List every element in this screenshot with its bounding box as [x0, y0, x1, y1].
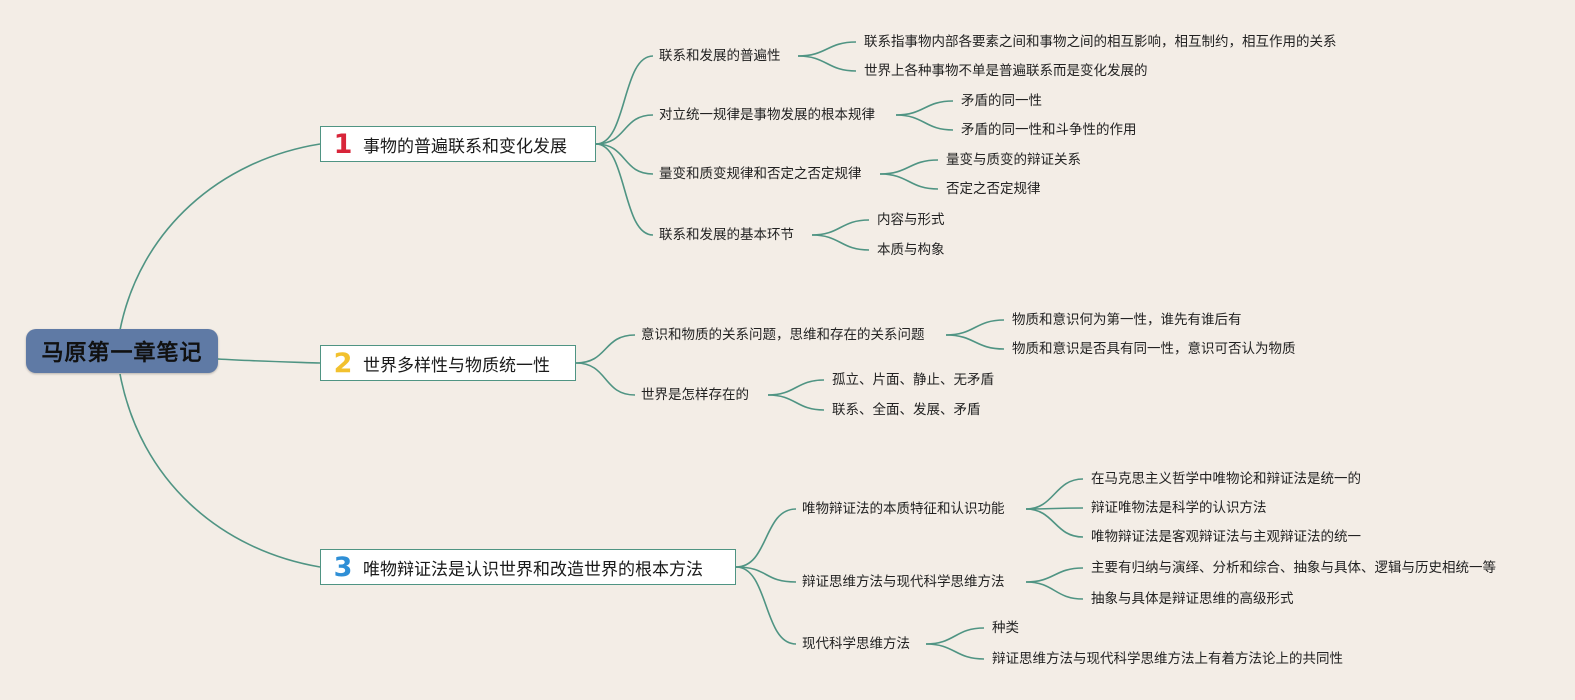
connector-line-0: [119, 143, 321, 331]
connector-line-21: [735, 508, 797, 568]
branch-topic-1[interactable]: 1 事物的普遍联系和变化发展: [320, 126, 596, 162]
branch-topic-1-label: 事物的普遍联系和变化发展: [363, 136, 567, 157]
connector-line-26: [1025, 508, 1084, 538]
leaf-change-development[interactable]: 世界上各种事物不单是普遍联系而是变化发展的: [864, 63, 1148, 79]
connector-line-20: [767, 394, 825, 411]
leaf-dialectics-view[interactable]: 联系、全面、发展、矛盾: [832, 402, 981, 418]
leaf-materialism-dialectics-unity[interactable]: 在马克思主义哲学中唯物论和辩证法是统一的: [1091, 471, 1361, 487]
leaf-types[interactable]: 种类: [992, 620, 1019, 636]
connector-line-30: [925, 643, 985, 660]
leaf-identity-and-struggle[interactable]: 矛盾的同一性和斗争性的作用: [961, 122, 1137, 138]
connector-line-16: [575, 362, 636, 396]
subtopic-essential-features[interactable]: 唯物辩证法的本质特征和认识功能: [802, 501, 1005, 517]
connector-line-7: [797, 41, 857, 57]
leaf-identity[interactable]: 物质和意识是否具有同一性，意识可否认为物质: [1012, 341, 1296, 357]
connector-line-22: [735, 566, 797, 583]
leaf-identity-of-contradiction[interactable]: 矛盾的同一性: [961, 93, 1042, 109]
leaf-essence-phenomenon[interactable]: 本质与构象: [877, 242, 945, 258]
leaf-scientific-method[interactable]: 辩证唯物法是科学的认识方法: [1091, 500, 1267, 516]
connector-lines: [119, 41, 1084, 660]
connector-line-18: [945, 334, 1005, 350]
leaf-abstract-concrete[interactable]: 抽象与具体是辩证思维的高级形式: [1091, 591, 1294, 607]
connector-line-12: [879, 173, 939, 190]
connector-line-14: [811, 234, 870, 251]
subtopic-how-world-exists[interactable]: 世界是怎样存在的: [641, 387, 749, 403]
connector-line-19: [767, 379, 825, 396]
connector-line-11: [879, 159, 939, 175]
root-topic[interactable]: 马原第一章笔记: [26, 329, 218, 373]
subtopic-basic-links[interactable]: 联系和发展的基本环节: [659, 227, 794, 243]
leaf-thinking-methods[interactable]: 主要有归纳与演绎、分析和综合、抽象与具体、逻辑与历史相统一等: [1091, 560, 1496, 576]
connector-line-27: [1025, 567, 1084, 583]
connector-line-9: [895, 100, 954, 116]
leaf-metaphysics-view[interactable]: 孤立、片面、静止、无矛盾: [832, 372, 994, 388]
connector-line-13: [811, 219, 870, 236]
number-one-icon: 1: [333, 128, 353, 160]
leaf-quantity-quality-relation[interactable]: 量变与质变的辩证关系: [946, 152, 1081, 168]
subtopic-matter-consciousness[interactable]: 意识和物质的关系问题，思维和存在的关系问题: [641, 327, 925, 343]
connector-line-4: [595, 114, 654, 145]
connector-line-5: [595, 143, 654, 175]
connector-line-8: [797, 55, 857, 72]
leaf-connection-definition[interactable]: 联系指事物内部各要素之间和事物之间的相互影响，相互制约，相互作用的关系: [864, 34, 1337, 50]
branch-topic-3-label: 唯物辩证法是认识世界和改造世界的根本方法: [363, 559, 703, 580]
leaf-primacy[interactable]: 物质和意识何为第一性，谁先有谁后有: [1012, 312, 1242, 328]
connector-line-15: [575, 334, 636, 364]
subtopic-dialectical-thinking[interactable]: 辩证思维方法与现代科学思维方法: [802, 574, 1005, 590]
branch-topic-2[interactable]: 2 世界多样性与物质统一性: [320, 345, 576, 381]
leaf-negation-of-negation[interactable]: 否定之否定规律: [946, 181, 1041, 197]
branch-topic-3[interactable]: 3 唯物辩证法是认识世界和改造世界的根本方法: [320, 549, 736, 585]
connector-line-29: [925, 627, 985, 645]
connector-line-23: [735, 566, 797, 645]
subtopic-universality[interactable]: 联系和发展的普遍性: [659, 48, 781, 64]
connector-line-17: [945, 319, 1005, 336]
subtopic-modern-scientific-thinking[interactable]: 现代科学思维方法: [802, 636, 910, 652]
number-two-icon: 2: [333, 347, 353, 379]
subtopic-quantity-quality[interactable]: 量变和质变规律和否定之否定规律: [659, 166, 862, 182]
connector-line-24: [1025, 478, 1084, 510]
leaf-content-form[interactable]: 内容与形式: [877, 212, 945, 228]
connector-line-10: [895, 114, 954, 131]
leaf-objective-subjective-unity[interactable]: 唯物辩证法是客观辩证法与主观辩证法的统一: [1091, 529, 1361, 545]
connector-line-3: [595, 55, 654, 145]
connector-line-28: [1025, 581, 1084, 600]
root-topic-label: 马原第一章笔记: [41, 341, 203, 366]
subtopic-unity-of-opposites[interactable]: 对立统一规律是事物发展的根本规律: [659, 107, 875, 123]
connector-line-1: [217, 358, 321, 364]
number-three-icon: 3: [333, 551, 353, 583]
connector-line-6: [595, 143, 654, 236]
branch-topic-2-label: 世界多样性与物质统一性: [363, 355, 550, 376]
connector-line-2: [119, 373, 321, 568]
leaf-common-methodology[interactable]: 辩证思维方法与现代科学思维方法上有着方法论上的共同性: [992, 651, 1343, 667]
